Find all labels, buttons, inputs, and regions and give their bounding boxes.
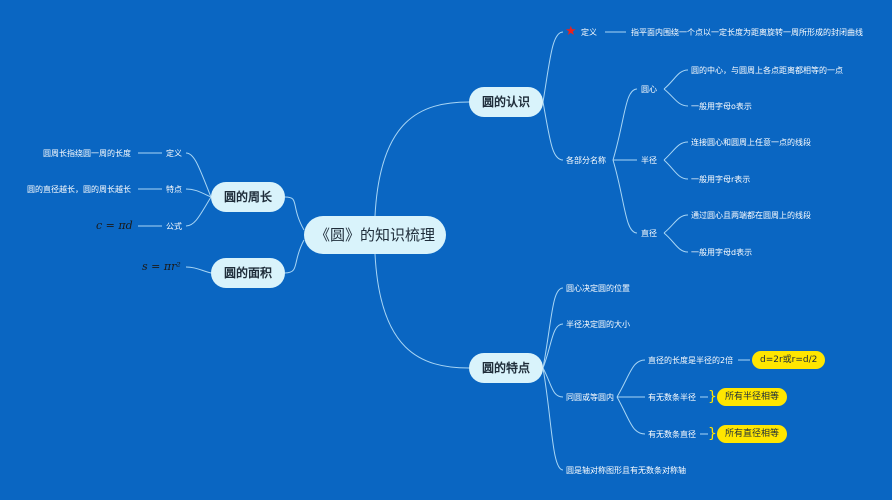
center-point-label[interactable]: 圆心 [641, 85, 657, 94]
circumference-formula[interactable]: c = πd [96, 219, 133, 232]
parts-label[interactable]: 各部分名称 [566, 156, 606, 165]
diameter-item[interactable]: 通过圆心且两端都在圆周上的线段 [691, 211, 811, 220]
area-formula[interactable]: s = πr² [142, 260, 181, 273]
link-center-recognition [374, 101, 470, 217]
star-icon: ★ [565, 24, 577, 39]
brace-icon: } [708, 426, 717, 442]
radius-item[interactable]: 连接圆心和圆周上任意一点的线段 [691, 138, 811, 147]
circumference-definition-label[interactable]: 定义 [166, 149, 182, 158]
circumference-formula-label[interactable]: 公式 [166, 222, 182, 231]
circumference-feature-text[interactable]: 圆的直径越长，圆的周长越长 [27, 185, 131, 194]
brace-icon: } [708, 389, 717, 405]
feature-item[interactable]: 半径决定圆的大小 [566, 320, 630, 329]
link-parts-branch [612, 88, 638, 161]
diameter-item[interactable]: 一般用字母d表示 [691, 248, 753, 257]
link-parts-diameter [612, 159, 638, 234]
diameter-label[interactable]: 直径 [641, 229, 657, 238]
feature-item[interactable]: 同圆或等圆内 [566, 393, 614, 402]
center-point-item[interactable]: 一般用字母o表示 [691, 102, 752, 111]
link-center-area [284, 239, 305, 274]
feature-item[interactable]: 圆心决定圆的位置 [566, 284, 630, 293]
radius-label[interactable]: 半径 [641, 156, 657, 165]
center-topic[interactable]: 《圆》的知识梳理 [304, 216, 446, 254]
circumference-feature-label[interactable]: 特点 [166, 185, 182, 194]
same-circle-tag[interactable]: d=2r或r=d/2 [752, 351, 826, 369]
link-center-features [374, 253, 470, 369]
link-center-circumference [284, 196, 305, 231]
topic-area[interactable]: 圆的面积 [211, 258, 285, 288]
same-circle-item[interactable]: 直径的长度是半径的2倍 [648, 356, 734, 365]
same-circle-tag[interactable]: 所有直径相等 [717, 425, 788, 443]
definition-text[interactable]: 指平面内围绕一个点以一定长度为距离旋转一周所形成的封闭曲线 [631, 28, 863, 37]
topic-circumference[interactable]: 圆的周长 [211, 182, 285, 212]
circumference-definition-text[interactable]: 圆周长指绕圆一周的长度 [43, 149, 131, 158]
same-circle-item[interactable]: 有无数条直径 [648, 430, 696, 439]
link-recognition-definition [542, 31, 564, 103]
feature-item[interactable]: 圆是轴对称图形且有无数条对称轴 [566, 466, 686, 475]
radius-item[interactable]: 一般用字母r表示 [691, 175, 751, 184]
same-circle-tag[interactable]: 所有半径相等 [717, 388, 788, 406]
topic-features[interactable]: 圆的特点 [469, 353, 543, 383]
center-point-item[interactable]: 圆的中心，与圆周上各点距离都相等的一点 [691, 66, 843, 75]
topic-recognition[interactable]: 圆的认识 [469, 87, 543, 117]
same-circle-item[interactable]: 有无数条半径 [648, 393, 696, 402]
definition-label[interactable]: 定义 [581, 28, 597, 37]
link-recognition-parts [542, 101, 564, 161]
